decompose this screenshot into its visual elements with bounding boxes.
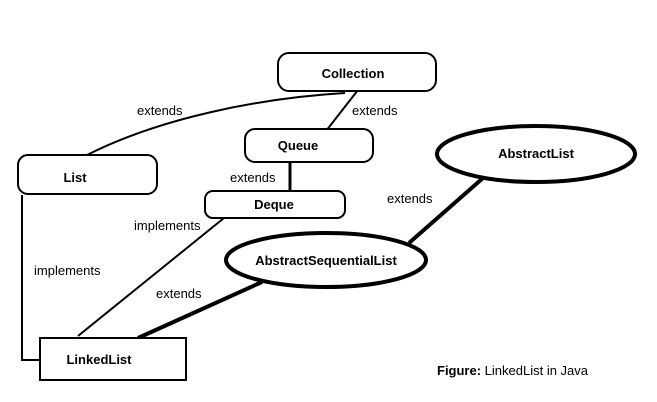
node-list: List <box>17 154 158 195</box>
edge-label-queue-collection: extends <box>352 103 398 118</box>
edge-linkedlist-asl <box>137 280 263 340</box>
figure-caption: Figure: LinkedList in Java <box>437 363 589 378</box>
figure-caption-text: LinkedList in Java <box>481 363 589 378</box>
node-abstract-list-label: AbstractList <box>498 146 575 161</box>
edge-linkedlist-list <box>21 195 42 361</box>
node-collection: Collection <box>277 52 437 92</box>
figure-caption-prefix: Figure: <box>437 363 481 378</box>
edge-label-linkedlist-asl: extends <box>156 286 202 301</box>
node-abstract-sequential-list-label: AbstractSequentialList <box>255 253 397 268</box>
node-linked-list: LinkedList <box>39 337 187 381</box>
node-abstract-sequential-list: AbstractSequentialList <box>224 231 428 289</box>
edge-asl-abstractlist <box>407 176 485 245</box>
edge-label-asl-abstractlist: extends <box>387 191 433 206</box>
edge-linkedlist-deque <box>77 217 225 337</box>
node-deque: Deque <box>204 190 346 219</box>
edge-list-collection <box>86 92 346 156</box>
node-queue: Queue <box>244 128 374 163</box>
node-collection-label: Collection <box>322 66 385 81</box>
edge-queue-collection <box>325 89 359 132</box>
node-linked-list-label: LinkedList <box>66 352 132 367</box>
edge-label-linkedlist-list: implements <box>34 263 101 278</box>
node-deque-label: Deque <box>254 197 294 212</box>
edge-label-linkedlist-deque: implements <box>134 218 201 233</box>
node-list-label: List <box>63 170 87 185</box>
edge-label-list-collection: extends <box>137 103 183 118</box>
edge-label-deque-queue: extends <box>230 170 276 185</box>
node-abstract-list: AbstractList <box>435 124 637 184</box>
node-queue-label: Queue <box>278 138 318 153</box>
